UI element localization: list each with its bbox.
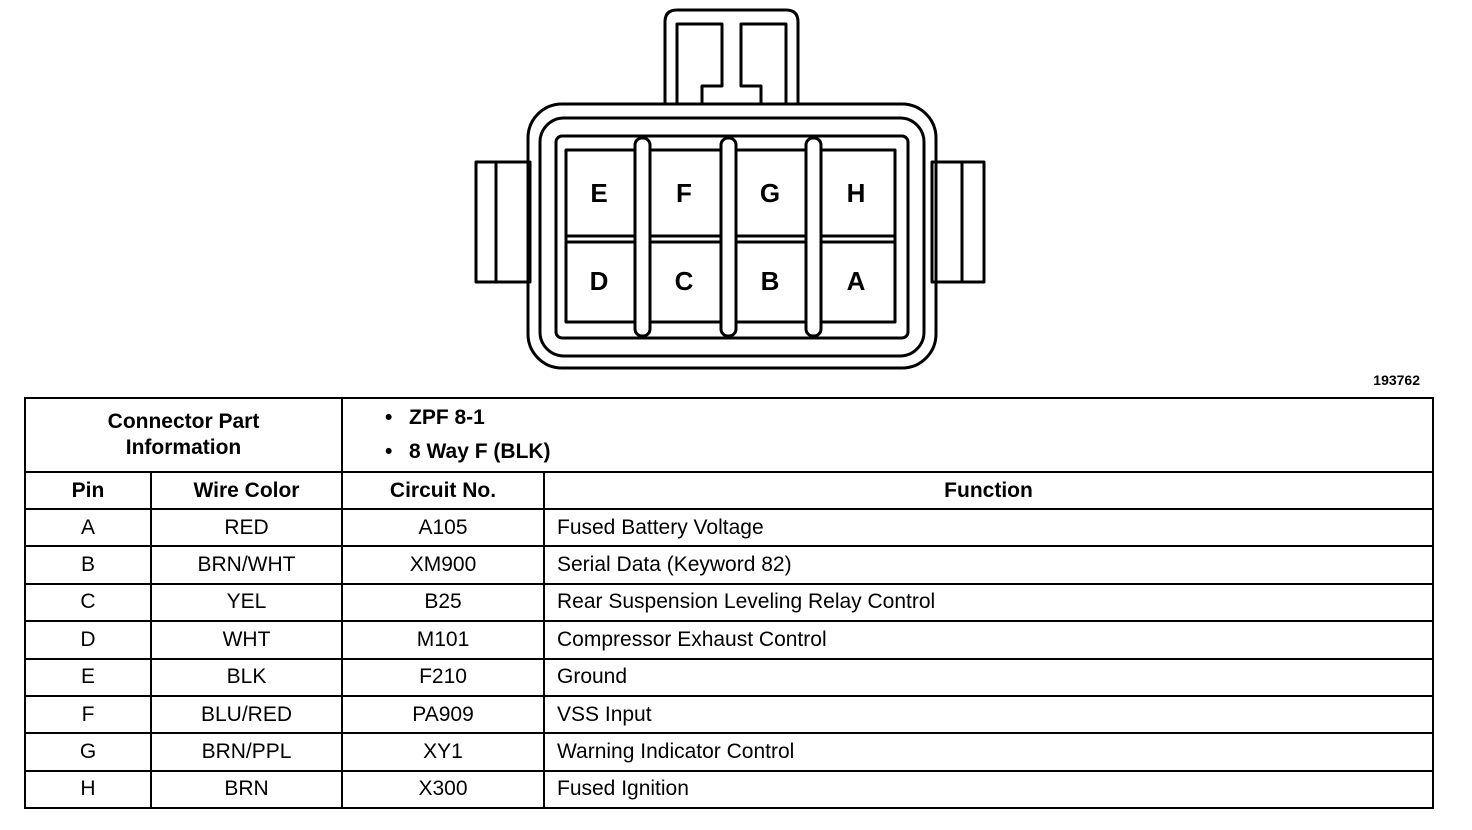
housing-outer bbox=[526, 102, 938, 370]
circuit-cell: XY1 bbox=[341, 732, 545, 772]
pin-cell: H bbox=[24, 769, 152, 810]
table-header-row: Pin Wire Color Circuit No. Function bbox=[24, 471, 1434, 510]
function-cell: VSS Input bbox=[543, 694, 1434, 735]
bullet-icon: • bbox=[385, 440, 393, 463]
function-cell: Warning Indicator Control bbox=[543, 732, 1434, 772]
header-wire-color: Wire Color bbox=[150, 471, 343, 510]
wire-color-cell: BRN/PPL bbox=[150, 732, 343, 772]
function-cell: Rear Suspension Leveling Relay Control bbox=[543, 582, 1434, 623]
header-circuit-no: Circuit No. bbox=[341, 471, 545, 510]
connector-description: 8 Way F (BLK) bbox=[409, 440, 551, 463]
connector-pinout-table: Connector Part Information • ZPF 8-1 • 8 W… bbox=[24, 397, 1434, 810]
pin-cell: C bbox=[24, 582, 152, 623]
circuit-cell: XM900 bbox=[341, 545, 545, 585]
pin-label-g: G bbox=[760, 178, 780, 208]
function-cell: Serial Data (Keyword 82) bbox=[543, 545, 1434, 585]
function-cell: Fused Ignition bbox=[543, 769, 1434, 810]
lock-tab-outer bbox=[663, 8, 800, 104]
function-cell: Compressor Exhaust Control bbox=[543, 620, 1434, 660]
circuit-cell: PA909 bbox=[341, 694, 545, 735]
circuit-cell: X300 bbox=[341, 769, 545, 810]
pin-cell: F bbox=[24, 694, 152, 735]
circuit-cell: B25 bbox=[341, 582, 545, 623]
header-function: Function bbox=[543, 471, 1434, 510]
pin-label-e: E bbox=[590, 178, 607, 208]
function-cell: Fused Battery Voltage bbox=[543, 507, 1434, 548]
pin-cell: B bbox=[24, 545, 152, 585]
side-ear-right bbox=[930, 160, 986, 284]
bullet-icon: • bbox=[385, 406, 393, 429]
housing-inner bbox=[554, 134, 910, 340]
rib-2 bbox=[719, 136, 738, 338]
pin-label-h: H bbox=[847, 178, 866, 208]
side-ear-left bbox=[474, 160, 532, 284]
connector-info-item: • 8 Way F (BLK) bbox=[385, 435, 1432, 469]
pin-label-c: C bbox=[675, 266, 694, 296]
lock-tab-inner-right bbox=[739, 22, 788, 104]
circuit-cell: A105 bbox=[341, 507, 545, 548]
pin-cell: E bbox=[24, 657, 152, 697]
wire-color-cell: BLU/RED bbox=[150, 694, 343, 735]
wire-color-cell: WHT bbox=[150, 620, 343, 660]
lock-tab-inner-left bbox=[675, 22, 724, 104]
wire-color-cell: BRN bbox=[150, 769, 343, 810]
connector-info-list: • ZPF 8-1 • 8 Way F (BLK) bbox=[341, 397, 1434, 473]
pin-label-f: F bbox=[676, 178, 692, 208]
figure-id: 193762 bbox=[1373, 372, 1420, 388]
pin-cell: G bbox=[24, 732, 152, 772]
connector-info-row: Connector Part Information • ZPF 8-1 • 8 W… bbox=[24, 397, 1434, 473]
housing-middle bbox=[538, 116, 926, 358]
circuit-cell: M101 bbox=[341, 620, 545, 660]
connector-info-item: • ZPF 8-1 bbox=[385, 401, 1432, 435]
rib-1 bbox=[633, 136, 652, 338]
part-number: ZPF 8-1 bbox=[409, 406, 485, 429]
wire-color-cell: BRN/WHT bbox=[150, 545, 343, 585]
connector-info-title: Connector Part Information bbox=[24, 397, 343, 473]
pin-label-a: A bbox=[847, 266, 866, 296]
wire-color-cell: RED bbox=[150, 507, 343, 548]
pin-cell: D bbox=[24, 620, 152, 660]
wire-color-cell: BLK bbox=[150, 657, 343, 697]
connector-info-title-line1: Connector Part bbox=[107, 410, 260, 433]
connector-face-diagram: E F G H D C B A bbox=[474, 8, 986, 370]
rib-3 bbox=[804, 136, 823, 338]
connector-info-title-line2: Information bbox=[125, 436, 242, 459]
header-pin: Pin bbox=[24, 471, 152, 510]
wire-color-cell: YEL bbox=[150, 582, 343, 623]
function-cell: Ground bbox=[543, 657, 1434, 697]
circuit-cell: F210 bbox=[341, 657, 545, 697]
pin-cell: A bbox=[24, 507, 152, 548]
pin-label-d: D bbox=[590, 266, 609, 296]
pin-label-b: B bbox=[761, 266, 780, 296]
